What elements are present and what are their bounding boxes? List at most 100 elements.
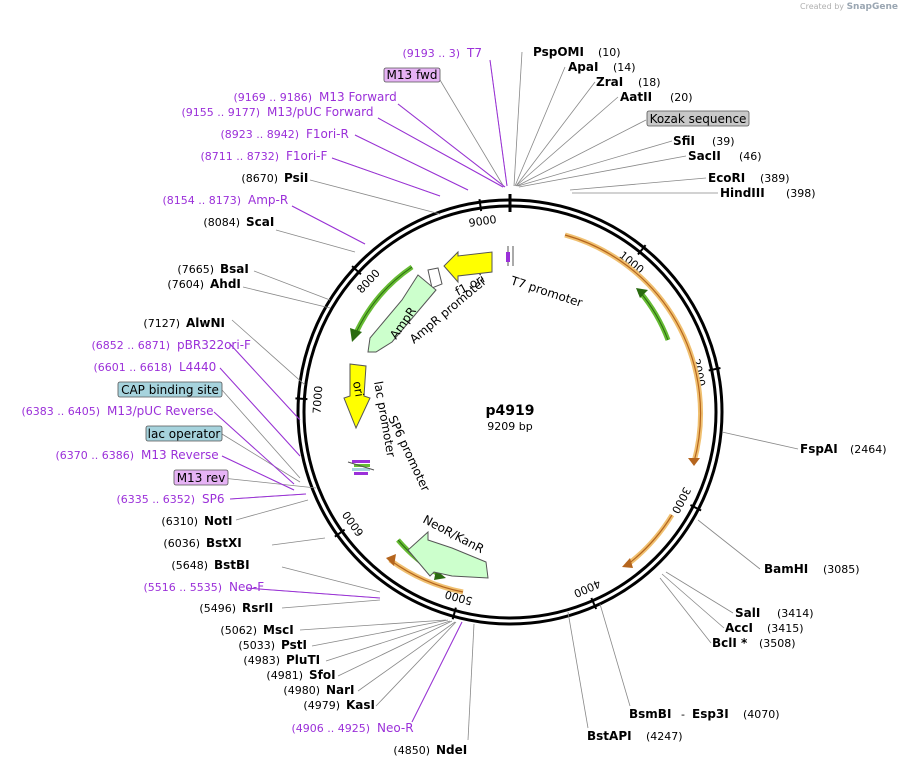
primer-neo-f-pos: (5516 .. 5535) xyxy=(143,581,222,594)
primer-sp6: SP6 xyxy=(202,492,225,506)
enzyme-esp3i: Esp3I xyxy=(692,707,729,721)
snapgene-credit: Created by SnapGene xyxy=(800,2,898,12)
feature-t7-promoter: T7 promoter xyxy=(508,273,584,310)
enzyme-rsrii: RsrII xyxy=(242,601,273,615)
snapgene-logo: SnapGene xyxy=(846,2,898,12)
enzyme-kasi-pos: (4979) xyxy=(303,699,340,712)
scale-tick-7000 xyxy=(295,397,308,401)
enzyme-alwni-pos: (7127) xyxy=(143,317,180,330)
enzyme-nari: NarI xyxy=(326,683,355,697)
enzyme-bcli-pos: (3508) xyxy=(759,637,796,650)
enzyme-bamhi-pos: (3085) xyxy=(823,563,860,576)
enzyme-labels-right: PspOMI(10) ApaI(14) ZraI(18) AatII(20) S… xyxy=(533,45,887,743)
primer-m13puc-forward: M13/pUC Forward xyxy=(267,105,374,119)
box-m13-fwd-bg xyxy=(383,67,441,83)
primer-t7-pos: (9193 .. 3) xyxy=(402,47,460,60)
enzyme-bstxi-pos: (6036) xyxy=(163,537,200,550)
primer-f1ori-f-pos: (8711 .. 8732) xyxy=(200,150,279,163)
enzyme-msci: MscI xyxy=(263,623,294,637)
plasmid-length: 9209 bp xyxy=(487,420,532,433)
box-cap-bg xyxy=(117,381,223,398)
primer-f1ori-r-pos: (8923 .. 8942) xyxy=(220,128,299,141)
enzyme-psii-pos: (8670) xyxy=(241,172,278,185)
primer-f1ori-f: F1ori-F xyxy=(286,149,327,163)
plasmid-name: p4919 xyxy=(486,403,535,419)
orf-arc-1-head xyxy=(688,458,700,466)
ampr-promoter-arrow xyxy=(427,267,443,289)
t7-marker xyxy=(506,246,514,266)
enzyme-scai: ScaI xyxy=(246,215,274,229)
box-m13-rev: M13 rev xyxy=(177,471,226,485)
feature-ori: ori xyxy=(350,380,366,398)
enzyme-bstapi: BstAPI xyxy=(587,729,632,743)
inner-features xyxy=(343,246,514,579)
primer-t7: T7 xyxy=(466,46,482,60)
enzyme-aatii: AatII xyxy=(620,90,652,104)
primer-l4440-pos: (6601 .. 6618) xyxy=(93,361,172,374)
enzyme-sacii: SacII xyxy=(688,149,721,163)
primer-neo-r: Neo-R xyxy=(377,721,414,735)
box-m13-fwd: M13 fwd xyxy=(387,68,438,82)
primer-l4440: L4440 xyxy=(179,360,216,374)
box-kozak: Kozak sequence xyxy=(650,112,747,126)
primer-amp-r-pos: (8154 .. 8173) xyxy=(162,194,241,207)
primer-neo-r-pos: (4906 .. 4925) xyxy=(291,722,370,735)
enzyme-apai: ApaI xyxy=(568,60,598,74)
enzyme-bcli: BclI * xyxy=(712,636,748,650)
scale-tick-label-4000: 4000 xyxy=(572,577,603,600)
enzyme-pluti: PluTI xyxy=(286,653,320,667)
enzyme-acci: AccI xyxy=(725,621,753,635)
enzyme-psti: PstI xyxy=(281,638,307,652)
scale-tick-9000 xyxy=(478,199,483,212)
orf-arc-2-head xyxy=(622,558,633,568)
enzyme-ndei-pos: (4850) xyxy=(393,744,430,757)
enzyme-sfoi-pos: (4981) xyxy=(266,669,303,682)
ori-arrow xyxy=(343,363,371,430)
enzyme-kasi: KasI xyxy=(346,698,375,712)
primer-m13-forward: M13 Forward xyxy=(319,90,397,104)
enzyme-pspomi: PspOMI xyxy=(533,45,584,59)
enzyme-bstxi: BstXI xyxy=(206,536,242,550)
enzyme-nari-pos: (4980) xyxy=(283,684,320,697)
primer-pbr322ori-f-pos: (6852 .. 6871) xyxy=(91,339,170,352)
enzyme-bsai: BsaI xyxy=(220,262,249,276)
enzyme-ndei: NdeI xyxy=(436,743,467,757)
primer-m13-forward-pos: (9169 .. 9186) xyxy=(233,91,312,104)
enzyme-zrai: ZraI xyxy=(596,75,623,89)
boxed-labels: M13 fwd Kozak sequence CAP binding site … xyxy=(117,67,750,486)
box-lac-op-bg xyxy=(145,425,223,442)
enzyme-aatii-pos: (20) xyxy=(670,91,693,104)
neor-arrow xyxy=(407,530,489,579)
enzyme-noti-pos: (6310) xyxy=(161,515,198,528)
enzyme-labels-left: (4850) NdeI (4979) KasI (4980) NarI (4981) S… xyxy=(143,171,467,757)
scale-tick-4000 xyxy=(590,597,598,610)
enzyme-sali-pos: (3414) xyxy=(777,607,814,620)
primer-m13puc-forward-pos: (9155 .. 9177) xyxy=(181,106,260,119)
orf-arc-3-head xyxy=(386,554,396,566)
enzyme-bstapi-pos: (4247) xyxy=(646,730,683,743)
scale-tick-6000 xyxy=(334,528,346,538)
enzyme-hindiii: HindIII xyxy=(720,186,765,200)
enzyme-noti: NotI xyxy=(204,514,233,528)
primer-m13puc-reverse: M13/pUC Reverse xyxy=(107,404,214,418)
scale-tick-label-7000: 7000 xyxy=(311,385,326,414)
ampr-arrow xyxy=(367,274,437,353)
enzyme-sacii-pos: (46) xyxy=(739,150,762,163)
primer-lines xyxy=(213,59,508,723)
enzyme-bstbi: BstBI xyxy=(214,558,250,572)
enzyme-alwni: AlwNI xyxy=(186,316,225,330)
enzyme-scai-pos: (8084) xyxy=(203,216,240,229)
scale-tick-2000 xyxy=(708,366,721,372)
f1-ori-arrow xyxy=(443,250,493,284)
enzyme-bsmbi: BsmBI xyxy=(629,707,671,721)
orf-arc-1 xyxy=(564,232,703,463)
enzyme-bamhi: BamHI xyxy=(764,562,808,576)
primer-amp-r: Amp-R xyxy=(248,193,288,207)
enzyme-bsmbi-pos: (4070) xyxy=(743,708,780,721)
enzyme-acci-pos: (3415) xyxy=(767,622,804,635)
orf-arcs xyxy=(386,232,703,595)
enzyme-sfii: SfiI xyxy=(673,134,695,148)
enzyme-psti-pos: (5033) xyxy=(238,639,275,652)
enzyme-apai-pos: (14) xyxy=(613,61,636,74)
